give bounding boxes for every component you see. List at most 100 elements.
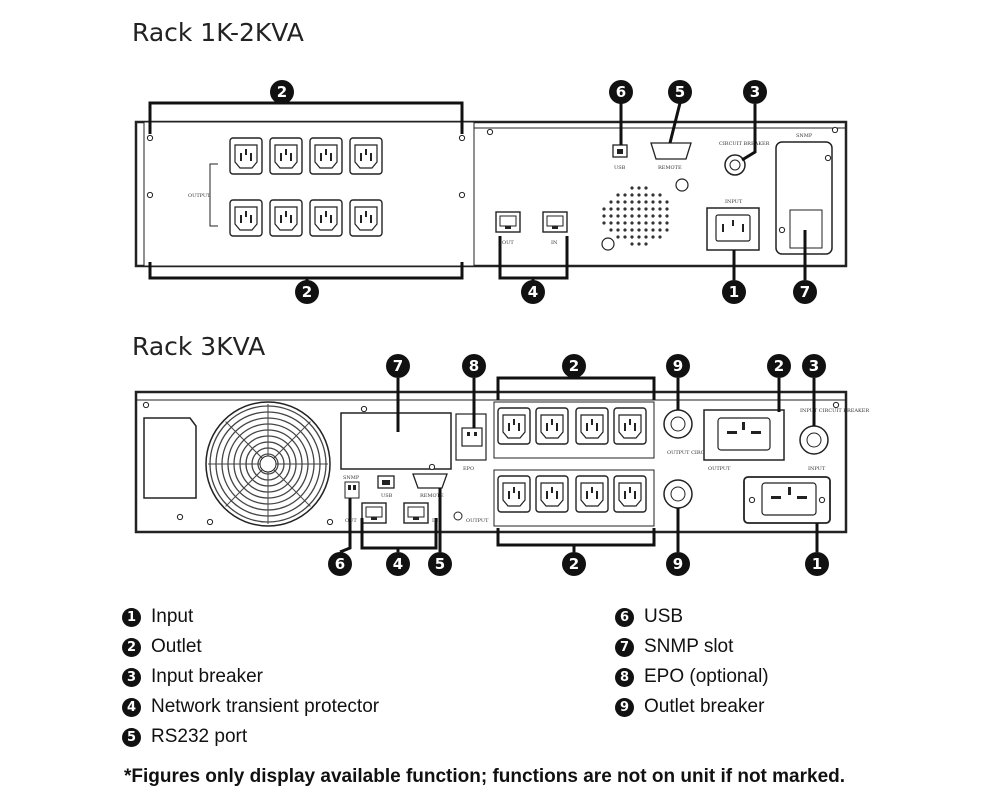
badge-2: 2 [122, 637, 141, 657]
badge-7: 7 [615, 637, 634, 657]
legend-label-input: Input [151, 606, 194, 627]
badge-5: 5 [122, 727, 141, 747]
svg-text:4: 4 [528, 283, 538, 301]
legend-item-8: 8 EPO (optional) [615, 662, 769, 692]
svg-text:5: 5 [435, 555, 445, 573]
outlet-group-top [493, 401, 655, 459]
callout-badge-3: 3 [743, 80, 767, 104]
callout-badge-5: 5 [428, 552, 452, 576]
legend-label-epo: EPO (optional) [644, 666, 769, 687]
callout-badges: 2 2 4 6 5 3 1 7 7 8 2 9 2 3 6 4 5 2 9 1 [270, 80, 829, 576]
svg-text:3: 3 [750, 83, 760, 101]
legend-right-column: 6 USB 7 SNMP slot 8 EPO (optional) 9 Outlet … [615, 602, 769, 722]
callout-badge-2: 2 [295, 280, 319, 304]
callout-badge-2: 2 [270, 80, 294, 104]
section-title-rack-1k-2kva: Rack 1K-2KVA [132, 18, 304, 47]
legend-item-6: 6 USB [615, 602, 769, 632]
footnote: *Figures only display available function… [124, 766, 846, 787]
badge-8: 8 [615, 667, 634, 687]
label-out: OUT [502, 240, 514, 246]
legend-item-1: 1 Input [122, 602, 379, 632]
callout-badge-9: 9 [666, 354, 690, 378]
label-output: OUTPUT [188, 193, 211, 199]
legend-item-9: 9 Outlet breaker [615, 692, 769, 722]
legend-label-network-transient-protector: Network transient protector [151, 696, 380, 717]
callout-badge-6: 6 [328, 552, 352, 576]
label-in: IN [551, 240, 558, 246]
label-output: OUTPUT [708, 466, 731, 472]
legend-item-3: 3 Input breaker [122, 662, 379, 692]
callout-badge-3: 3 [802, 354, 826, 378]
legend-label-usb: USB [644, 606, 684, 627]
svg-text:2: 2 [277, 83, 287, 101]
svg-text:6: 6 [616, 83, 626, 101]
panel-rack-3kva: SNMP EPO USB REMOTE OUT IN OUTPUT [134, 372, 869, 554]
svg-text:1: 1 [729, 283, 739, 301]
callout-badge-2: 2 [767, 354, 791, 378]
svg-text:5: 5 [675, 83, 685, 101]
callout-badge-9: 9 [666, 552, 690, 576]
label-remote: REMOTE [658, 165, 682, 171]
svg-text:2: 2 [569, 357, 579, 375]
svg-text:2: 2 [302, 283, 312, 301]
ups-rear-panel-diagram: OUTPUT OUT IN USB REMOTE CIRCUIT BREAKER… [134, 80, 869, 576]
badge-1: 1 [122, 607, 141, 627]
svg-text:7: 7 [800, 283, 810, 301]
callout-badge-1: 1 [805, 552, 829, 576]
section-title-rack-3kva: Rack 3KVA [132, 332, 266, 361]
vent-grille [602, 186, 669, 246]
callout-badge-2: 2 [562, 354, 586, 378]
label-snmp: SNMP [343, 475, 360, 481]
callout-badge-4: 4 [386, 552, 410, 576]
label-output: OUTPUT [466, 518, 489, 524]
callout-badge-5: 5 [668, 80, 692, 104]
svg-text:9: 9 [673, 555, 683, 573]
outlet-group-bottom [493, 469, 655, 527]
legend-label-snmp-slot: SNMP slot [644, 636, 734, 657]
badge-3: 3 [122, 667, 141, 687]
legend-item-4: 4 Network transient protector [122, 692, 379, 722]
legend-left-column: 1 Input 2 Outlet 3 Input breaker 4 Network t… [122, 602, 379, 752]
callout-badge-8: 8 [462, 354, 486, 378]
cooling-fan [205, 401, 331, 527]
snmp-slot [340, 412, 452, 470]
network-ports: OUT IN [495, 211, 568, 246]
svg-text:2: 2 [774, 357, 784, 375]
label-input: INPUT [725, 199, 743, 205]
label-circuit-breaker: CIRCUIT BREAKER [719, 141, 770, 147]
callout-badge-7: 7 [386, 354, 410, 378]
outlet-plate [143, 121, 475, 267]
label-usb: USB [614, 165, 626, 171]
label-snmp: SNMP [796, 133, 813, 139]
callout-badge-1: 1 [722, 280, 746, 304]
legend-item-5: 5 RS232 port [122, 722, 379, 752]
svg-text:8: 8 [469, 357, 479, 375]
legend-label-outlet-breaker: Outlet breaker [644, 696, 765, 717]
callout-badge-6: 6 [609, 80, 633, 104]
callout-badge-4: 4 [521, 280, 545, 304]
cover-plate [143, 417, 197, 499]
label-remote: REMOTE [420, 493, 444, 499]
legend-item-7: 7 SNMP slot [615, 632, 769, 662]
badge-6: 6 [615, 607, 634, 627]
callout-badge-2: 2 [562, 552, 586, 576]
legend-label-rs232-port: RS232 port [151, 726, 248, 747]
label-epo: EPO [463, 466, 474, 472]
rs232-port [412, 473, 448, 489]
label-usb: USB [381, 493, 393, 499]
svg-text:1: 1 [812, 555, 822, 573]
svg-text:9: 9 [673, 357, 683, 375]
label-input: INPUT [808, 466, 826, 472]
panel-rack-1k-2kva: OUTPUT OUT IN USB REMOTE CIRCUIT BREAKER… [134, 92, 848, 286]
label-input-circuit-breaker: INPUT CIRCUIT BREAKER [800, 408, 869, 414]
svg-text:6: 6 [335, 555, 345, 573]
badge-9: 9 [615, 697, 634, 717]
callout-badge-7: 7 [793, 280, 817, 304]
svg-text:4: 4 [393, 555, 403, 573]
rs232-port [650, 142, 692, 160]
svg-text:3: 3 [809, 357, 819, 375]
svg-text:7: 7 [393, 357, 403, 375]
legend-label-input-breaker: Input breaker [151, 666, 263, 687]
badge-4: 4 [122, 697, 141, 717]
legend-label-outlet: Outlet [151, 636, 202, 657]
